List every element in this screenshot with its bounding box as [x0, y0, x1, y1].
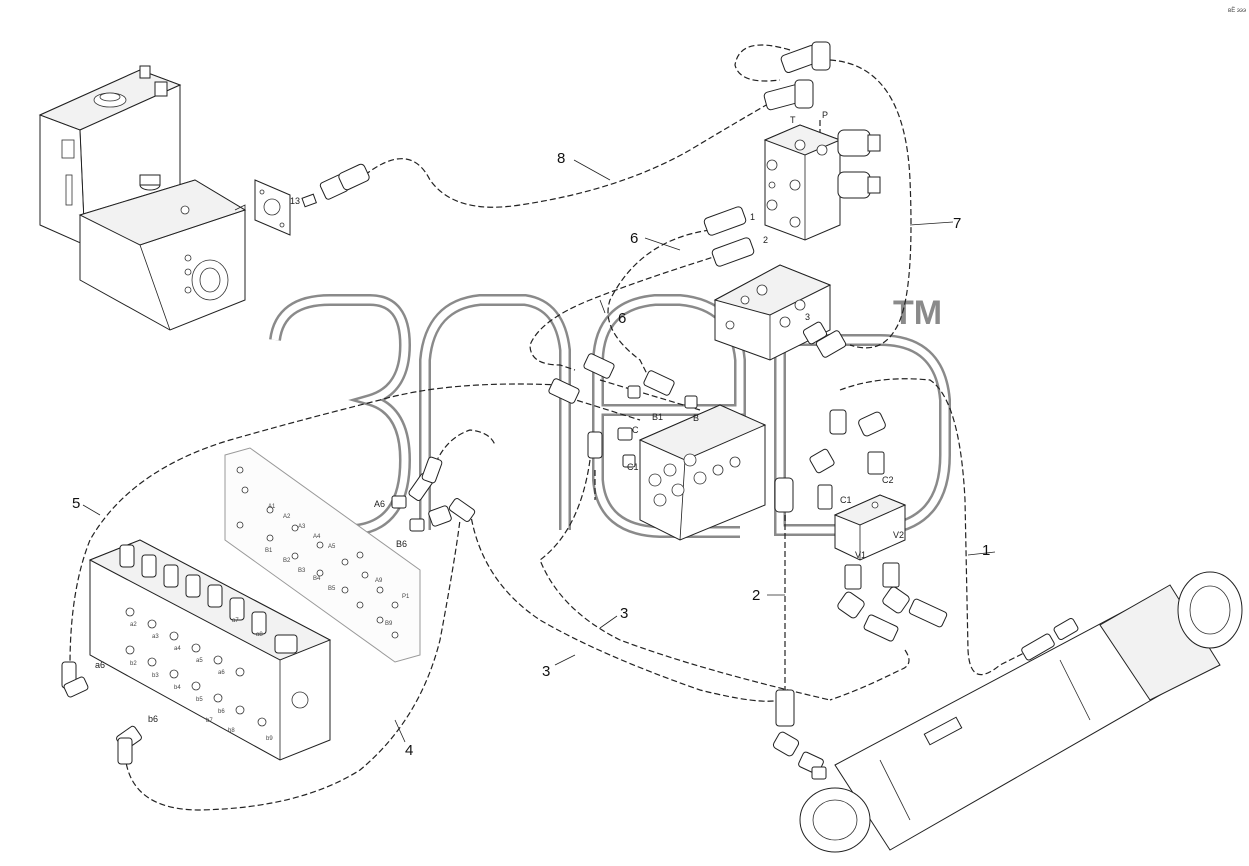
port-B: B: [693, 413, 699, 423]
svg-text:A4: A4: [313, 534, 321, 540]
hose-v: [829, 649, 910, 701]
port-13: 13: [290, 196, 300, 206]
hydraulic-tank: [38, 65, 247, 331]
port-B1: B1: [652, 412, 663, 422]
svg-text:a8: a8: [256, 632, 263, 638]
port-A6: A6: [374, 499, 385, 509]
svg-text:b4: b4: [174, 685, 181, 691]
svg-text:B5: B5: [328, 586, 336, 592]
svg-text:A2: A2: [283, 514, 291, 520]
a6-b6-fittings: A6 B6: [374, 456, 476, 549]
watermark-trademark: TM: [893, 294, 942, 332]
mid-manifold: 3: [713, 264, 847, 361]
callout-1: 1: [982, 542, 990, 559]
hose-2-fittings: [772, 689, 827, 780]
svg-text:A3: A3: [298, 524, 306, 530]
hose-6-upper: [529, 254, 721, 371]
suction-flange: 13: [254, 163, 370, 236]
port-plate: A1 A2 A3 A4 A5 B1 B2 B3 B4 B5 a2 a3 a4 a…: [130, 447, 421, 742]
port-2: 2: [763, 235, 768, 245]
hydraulic-cylinder: [799, 571, 1243, 853]
hose-7: [829, 59, 912, 349]
svg-text:B2: B2: [283, 558, 291, 564]
callout-8: 8: [557, 150, 565, 167]
svg-text:a4: a4: [174, 646, 181, 652]
port-C1-b: C1: [840, 495, 852, 505]
svg-text:a3: a3: [152, 634, 159, 640]
svg-text:P1: P1: [402, 594, 410, 600]
svg-text:b3: b3: [152, 673, 159, 679]
svg-text:b9: b9: [266, 736, 273, 742]
svg-text:b6: b6: [218, 709, 225, 715]
callout-3-lower: 3: [542, 663, 550, 680]
top-fittings: [703, 41, 831, 267]
svg-text:a2: a2: [130, 622, 137, 628]
callout-5: 5: [72, 495, 80, 512]
svg-text:A9: A9: [375, 578, 383, 584]
hose-1: [839, 378, 1031, 676]
svg-text:A1: A1: [268, 504, 276, 510]
svg-text:B1: B1: [265, 548, 273, 554]
svg-text:a7: a7: [232, 618, 239, 624]
port-3: 3: [805, 312, 810, 322]
port-C2: C2: [882, 475, 894, 485]
callout-6-lower: 6: [618, 310, 626, 327]
port-C1-a: C1: [627, 462, 639, 472]
svg-text:B4: B4: [313, 576, 321, 582]
svg-text:B3: B3: [298, 568, 306, 574]
control-valve-bank: a6 b6: [61, 539, 332, 765]
valve-block-top: T P 1 2: [750, 110, 881, 245]
svg-text:A5: A5: [328, 544, 336, 550]
port-V1: V1: [855, 550, 866, 560]
svg-text:B9: B9: [385, 621, 393, 627]
hose-7-top: [734, 44, 791, 82]
hose-8: [364, 99, 776, 208]
hose-3b: [539, 459, 831, 701]
callout-7: 7: [953, 215, 961, 232]
port-b6: b6: [148, 714, 158, 724]
port-C: C: [632, 425, 639, 435]
load-holding-valve: C1 C2 V1 V2: [774, 409, 948, 642]
svg-text:a5: a5: [196, 658, 203, 664]
plate-holes: [236, 466, 399, 639]
hose-5: [69, 383, 561, 666]
port-1: 1: [750, 212, 755, 222]
port-B6: B6: [396, 539, 407, 549]
svg-text:b8: b8: [228, 728, 235, 734]
hose-3a: [469, 509, 781, 702]
valve-sections: [119, 544, 309, 727]
callout-6-upper: 6: [630, 230, 638, 247]
port-a6: a6: [95, 660, 105, 670]
corner-mark: вЁ эээ: [1228, 7, 1246, 14]
svg-text:b7: b7: [206, 718, 213, 724]
callout-2: 2: [752, 587, 760, 604]
center-manifold: B1 B C C1: [548, 353, 767, 541]
callout-leaders: [82, 159, 996, 743]
svg-text:b2: b2: [130, 661, 137, 667]
callout-3-upper: 3: [620, 605, 628, 622]
callouts: 1 2 3 3 4 5 6 6 7 8: [72, 150, 990, 759]
port-P: P: [822, 110, 828, 120]
port-T: T: [790, 115, 796, 125]
port-V2: V2: [893, 530, 904, 540]
hose-4: [124, 519, 461, 811]
svg-text:b5: b5: [196, 697, 203, 703]
svg-text:a6: a6: [218, 670, 225, 676]
hose-6-lower: [607, 229, 711, 381]
callout-4: 4: [405, 742, 413, 759]
